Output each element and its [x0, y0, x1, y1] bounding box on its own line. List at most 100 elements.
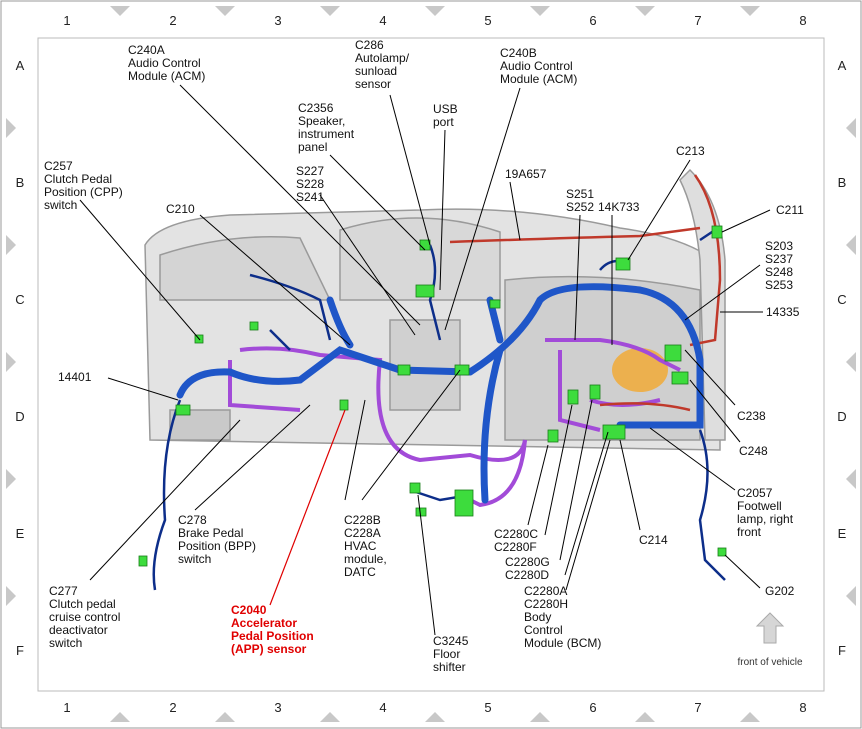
label-c3245-l3: shifter: [433, 660, 466, 674]
grid-row-a: A: [16, 58, 25, 73]
front-arrow-icon: [755, 612, 785, 644]
label-c2040-l4: (APP) sensor: [231, 642, 307, 656]
grid-row-b: B: [16, 175, 25, 190]
label-c277-l1: C277: [49, 584, 78, 598]
label-c286-l3: sunload: [355, 64, 397, 78]
label-c278-l2: Brake Pedal: [178, 526, 243, 540]
leader-lines: [79, 84, 771, 636]
label-s203-l2: S237: [765, 252, 793, 266]
label-c278-l1: C278: [178, 513, 207, 527]
label-c228-l3: HVAC: [344, 539, 377, 553]
label-c240a-l2: Audio Control: [128, 56, 201, 70]
label-19a657: 19A657: [505, 167, 547, 181]
label-s227-l1: S227: [296, 164, 324, 178]
label-c240a-l1: C240A: [128, 43, 165, 57]
label-c286-l4: sensor: [355, 77, 391, 91]
label-g202: G202: [765, 584, 795, 598]
label-c2057-l3: lamp, right: [737, 512, 794, 526]
label-c2057-l4: front: [737, 525, 762, 539]
label-c3245-l1: C3245: [433, 634, 469, 648]
label-c277-l3: cruise control: [49, 610, 120, 624]
label-s251: S251 S252: [566, 187, 594, 214]
label-c2040-l2: Accelerator: [231, 616, 297, 630]
label-c257-l2: Clutch Pedal: [44, 172, 112, 186]
label-s203-l4: S253: [765, 278, 793, 292]
label-c3245-l2: Floor: [433, 647, 460, 661]
label-c277-l2: Clutch pedal: [49, 597, 116, 611]
grid-col-8-bottom: 8: [799, 700, 806, 715]
label-c257: C257 Clutch Pedal Position (CPP) switch: [44, 159, 123, 212]
grid-col-7-bottom: 7: [694, 700, 701, 715]
grid-col-1: 1: [63, 13, 70, 28]
label-c240b-l1: C240B: [500, 46, 537, 60]
label-c2280gd-l1: C2280G: [505, 555, 550, 569]
diagram-inner-border: [37, 37, 825, 692]
grid-col-3: 3: [274, 13, 281, 28]
label-c2280ah-l1: C2280A: [524, 584, 567, 598]
grid-row-a-right: A: [838, 58, 847, 73]
grid-row-e-right: E: [838, 526, 847, 541]
grid-row-f: F: [16, 643, 24, 658]
grid-row-e: E: [16, 526, 25, 541]
grid-markers: [6, 6, 856, 722]
label-c2280cf-l2: C2280F: [494, 540, 537, 554]
label-c257-l3: Position (CPP): [44, 185, 123, 199]
label-usb-l2: port: [433, 115, 454, 129]
label-c213: C213: [676, 144, 705, 158]
label-c2057: C2057 Footwell lamp, right front: [737, 486, 794, 539]
grid-col-2: 2: [169, 13, 176, 28]
label-c286: C286 Autolamp/ sunload sensor: [355, 38, 410, 91]
label-c240b-l3: Module (ACM): [500, 72, 577, 86]
label-s251-l1: S251: [566, 187, 594, 201]
grid-col-6: 6: [589, 13, 596, 28]
label-s227-l2: S228: [296, 177, 324, 191]
grid-row-c-right: C: [837, 292, 846, 307]
label-c2280ah-l3: Body: [524, 610, 551, 624]
grid-col-4-bottom: 4: [379, 700, 386, 715]
grid-row-d: D: [15, 409, 24, 424]
label-c228: C228B C228A HVAC module, DATC: [344, 513, 387, 579]
label-c228-l1: C228B: [344, 513, 381, 527]
grid-col-4: 4: [379, 13, 386, 28]
grid-row-f-right: F: [838, 643, 846, 658]
label-c257-l4: switch: [44, 198, 77, 212]
label-c278: C278 Brake Pedal Position (BPP) switch: [178, 513, 256, 566]
label-c2280ah-l2: C2280H: [524, 597, 568, 611]
label-c211: C211: [776, 203, 804, 217]
label-14k733: 14K733: [598, 200, 640, 214]
label-c2280ah-l4: Control: [524, 623, 563, 637]
label-c277-l4: deactivator: [49, 623, 108, 637]
grid-col-3-bottom: 3: [274, 700, 281, 715]
label-c2356-l2: Speaker,: [298, 114, 345, 128]
label-c2280ah-l5: Module (BCM): [524, 636, 601, 650]
label-c240a-l3: Module (ACM): [128, 69, 205, 83]
label-s203-l1: S203: [765, 239, 793, 253]
label-c3245: C3245 Floor shifter: [433, 634, 469, 674]
label-c2280gd-l2: C2280D: [505, 568, 549, 582]
label-c277: C277 Clutch pedal cruise control deactiv…: [49, 584, 120, 650]
grid-col-8: 8: [799, 13, 806, 28]
label-c2040-l3: Pedal Position: [231, 629, 314, 643]
label-c2356-l3: instrument: [298, 127, 355, 141]
label-c2280gd: C2280G C2280D: [505, 555, 550, 582]
grid-col-5: 5: [484, 13, 491, 28]
grid-row-d-right: D: [837, 409, 846, 424]
label-c257-l1: C257: [44, 159, 73, 173]
label-c2356-l1: C2356: [298, 101, 334, 115]
label-c228-l4: module,: [344, 552, 387, 566]
label-c2040-l1: C2040: [231, 603, 267, 617]
grid-row-b-right: B: [838, 175, 847, 190]
label-14335: 14335: [766, 305, 800, 319]
grid-col-7: 7: [694, 13, 701, 28]
grid-col-6-bottom: 6: [589, 700, 596, 715]
label-c286-l1: C286: [355, 38, 384, 52]
label-s227-l3: S241: [296, 190, 324, 204]
grid-columns-top: 1 2 3 4 5 6 7 8: [63, 13, 806, 28]
bcm-module: [612, 348, 668, 392]
label-c240a: C240A Audio Control Module (ACM): [128, 43, 205, 83]
label-s251-l2: S252: [566, 200, 594, 214]
label-c278-l3: Position (BPP): [178, 539, 256, 553]
label-c277-l5: switch: [49, 636, 82, 650]
label-s227: S227 S228 S241: [296, 164, 324, 204]
label-c2040: C2040 Accelerator Pedal Position (APP) s…: [231, 603, 314, 656]
